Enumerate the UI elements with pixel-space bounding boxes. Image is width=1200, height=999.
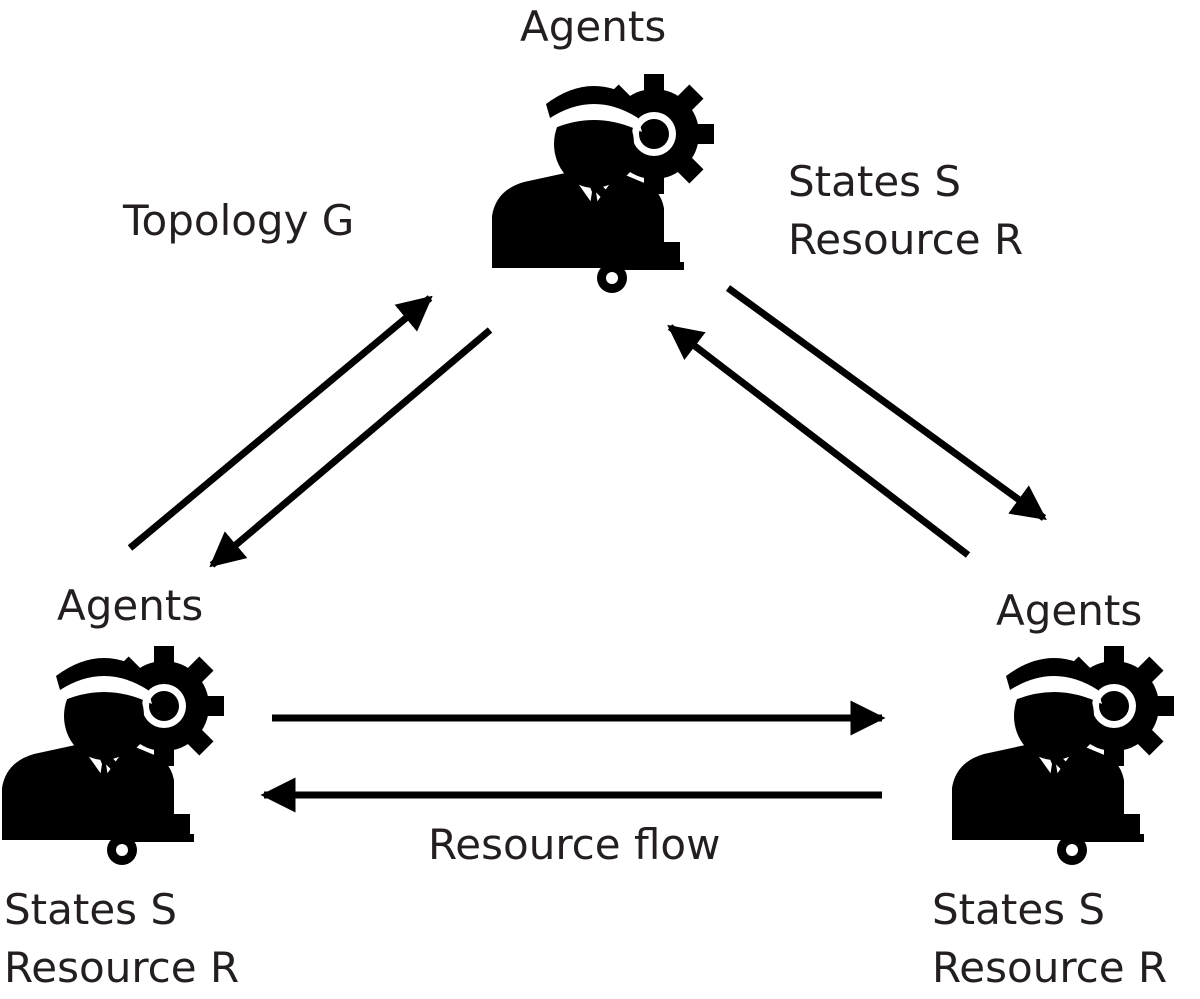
arrow-right-to-top — [667, 324, 971, 558]
top-agents-label: Agents — [520, 2, 667, 51]
topology-label: Topology G — [123, 196, 355, 245]
left-agents-label: Agents — [57, 581, 204, 630]
right-agent-icon — [952, 646, 1174, 865]
right-states-label: States S — [932, 885, 1106, 934]
resource-flow-label: Resource flow — [428, 820, 721, 869]
left-states-label: States S — [4, 885, 178, 934]
right-agents-label: Agents — [996, 586, 1143, 635]
arrow-top-to-right — [725, 285, 1047, 521]
left-agent-icon — [2, 646, 224, 865]
left-resource-label: Resource R — [4, 943, 240, 992]
right-resource-label: Resource R — [932, 943, 1168, 992]
top-states-label: States S — [788, 157, 962, 206]
top-resource-label: Resource R — [788, 215, 1024, 264]
arrow-left-to-top — [127, 295, 433, 551]
arrow-top-to-left — [209, 327, 493, 568]
top-agent-icon — [492, 74, 714, 293]
